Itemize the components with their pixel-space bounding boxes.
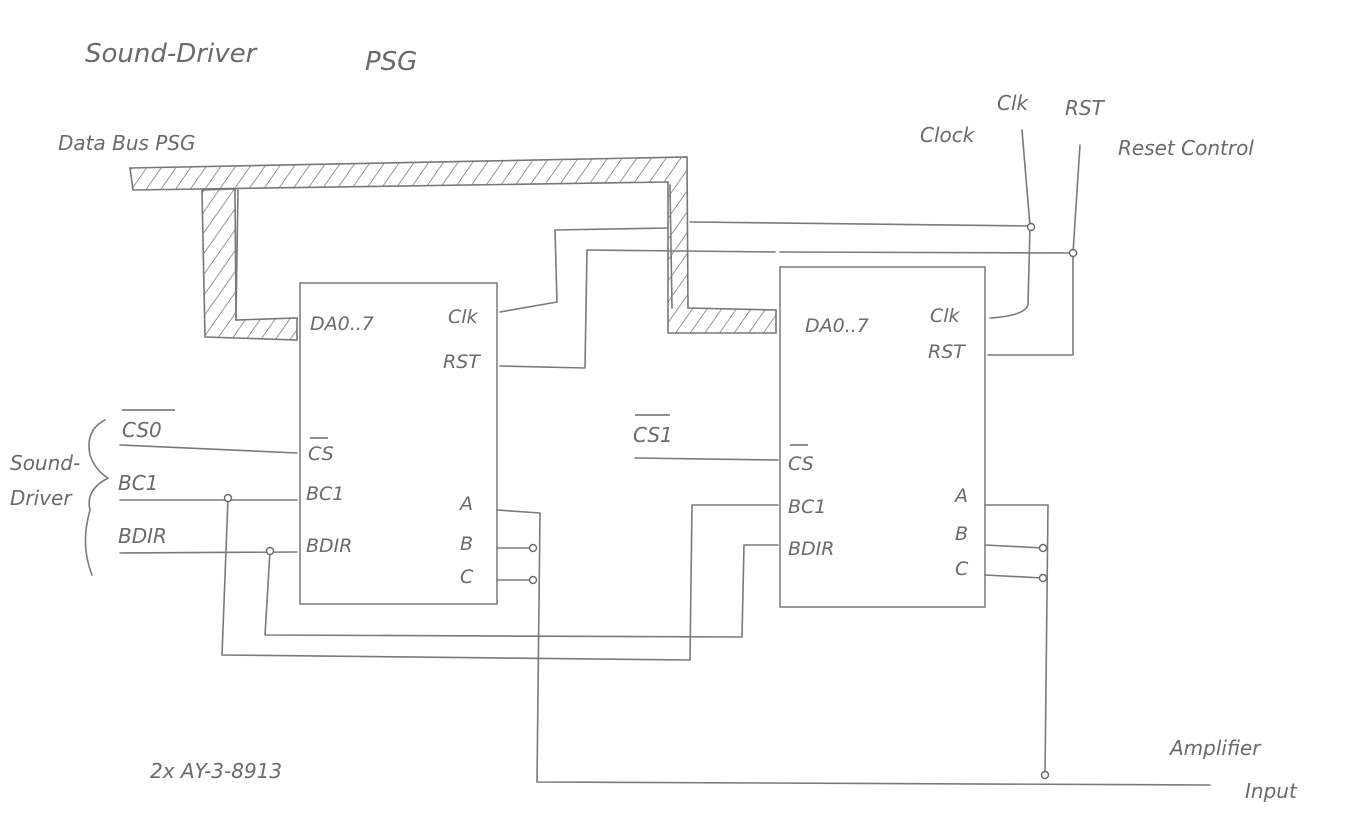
- sound-driver-group-label-1: Sound-: [10, 451, 80, 475]
- chip2-pin-b: B: [955, 523, 968, 545]
- cs1-wire: [634, 457, 779, 461]
- chip2-pin-data: DA0..7: [805, 315, 869, 337]
- chip2-pin-bdir: BDIR: [788, 538, 834, 560]
- reset-control-label: Reset Control: [1118, 136, 1254, 160]
- bc1-wire: [119, 493, 779, 661]
- diagram-title: Sound-Driver: [85, 39, 259, 69]
- chip2-pin-a: A: [953, 485, 968, 507]
- chip1-pin-bc1: BC1: [306, 483, 344, 505]
- chip-note: 2x AY-3-8913: [150, 759, 282, 783]
- data-bus: [129, 156, 777, 341]
- rst-signal-label: RST: [1065, 96, 1106, 120]
- chip2-pin-clk: Clk: [930, 305, 961, 327]
- chip1-pin-rst: RST: [443, 351, 481, 373]
- diagram-subtitle: PSG: [365, 47, 417, 77]
- cs0-wire: [119, 444, 298, 454]
- chip1-pin-a: A: [458, 493, 473, 515]
- bc1-label: BC1: [118, 471, 158, 495]
- chip2-pin-rst: RST: [928, 341, 966, 363]
- chip1-pin-data: DA0..7: [310, 313, 374, 335]
- reset-wire: [499, 144, 1081, 369]
- chip1-pin-cs: CS: [308, 443, 334, 465]
- bdir-label: BDIR: [118, 524, 167, 548]
- chip1-pin-c: C: [460, 566, 474, 588]
- chip1-pin-b: B: [460, 533, 473, 555]
- output-label-1: Amplifier: [1168, 736, 1262, 760]
- psg-chip-2: [779, 266, 986, 608]
- clock-wire: [499, 129, 1036, 319]
- sound-driver-group-label-2: Driver: [10, 486, 73, 510]
- chip2-pin-cs: CS: [788, 453, 814, 475]
- cs1-label: CS1: [633, 423, 673, 447]
- chip2-pin-bc1: BC1: [788, 496, 826, 518]
- chip2-pin-c: C: [955, 558, 969, 580]
- output-label-2: Input: [1245, 779, 1298, 803]
- output-wires: [496, 504, 1211, 786]
- clk-signal-label: Clk: [997, 91, 1030, 115]
- psg-chip-1: [299, 282, 498, 605]
- clock-label: Clock: [920, 123, 976, 147]
- chip1-pin-bdir: BDIR: [306, 535, 352, 557]
- chip1-pin-clk: Clk: [448, 306, 479, 328]
- bdir-wire: [119, 544, 779, 638]
- data-bus-label: Data Bus PSG: [58, 131, 196, 155]
- brace: [84, 419, 109, 576]
- cs0-label: CS0: [122, 418, 162, 442]
